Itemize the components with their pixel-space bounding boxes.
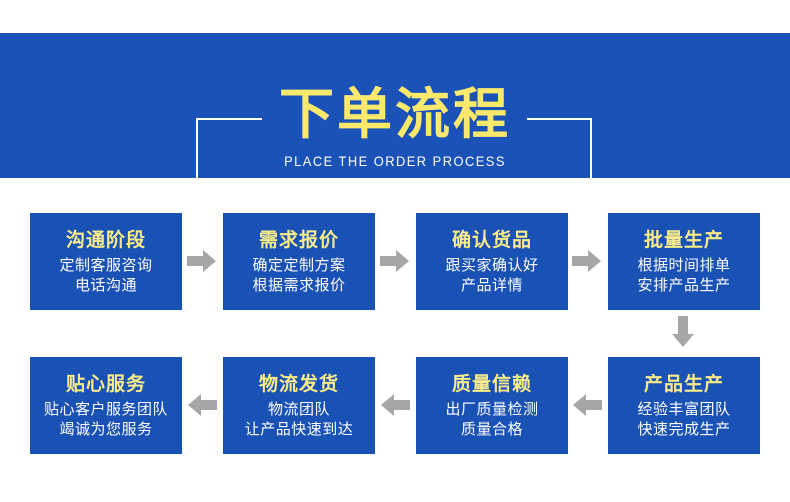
arrow-step6-to-step7 [380,393,410,417]
step-line-1a: 定制客服咨询 [59,256,153,274]
page-subtitle: PLACE THE ORDER PROCESS [284,153,506,169]
step-card-4: 批量生产 根据时间排单 安排产品生产 [608,213,760,310]
step-line-6b: 质量合格 [460,420,523,438]
step-card-1: 沟通阶段 定制客服咨询 电话沟通 [30,213,182,310]
step-card-2: 需求报价 确定定制方案 根据需求报价 [223,213,375,310]
step-card-7: 物流发货 物流团队 让产品快速到达 [223,357,375,454]
step-title-6: 质量信赖 [451,373,532,395]
step-line-4b: 安排产品生产 [637,276,731,294]
step-line-2a: 确定定制方案 [252,256,346,274]
step-title-5: 产品生产 [643,373,724,395]
step-line-3b: 产品详情 [460,276,523,294]
step-line-8b: 竭诚为您服务 [59,420,153,438]
step-card-6: 质量信赖 出厂质量检测 质量合格 [416,357,568,454]
step-card-5: 产品生产 经验丰富团队 快速完成生产 [608,357,760,454]
step-line-6a: 出厂质量检测 [445,400,539,418]
step-title-3: 确认货品 [451,229,532,251]
step-title-4: 批量生产 [643,229,724,251]
step-line-7a: 物流团队 [267,400,330,418]
step-line-8a: 贴心客户服务团队 [43,400,168,418]
step-line-1b: 电话沟通 [74,276,137,294]
step-card-8: 贴心服务 贴心客户服务团队 竭诚为您服务 [30,357,182,454]
arrow-step1-to-step2 [187,249,217,273]
arrow-step4-to-step5 [671,316,695,348]
step-line-2b: 根据需求报价 [252,276,346,294]
step-title-8: 贴心服务 [65,373,146,395]
arrow-step5-to-step6 [572,393,602,417]
step-line-5a: 经验丰富团队 [637,400,731,418]
header-banner: 下单流程 PLACE THE ORDER PROCESS [0,33,790,185]
step-line-4a: 根据时间排单 [637,256,731,274]
arrow-step7-to-step8 [187,393,217,417]
step-title-7: 物流发货 [258,373,339,395]
page-title: 下单流程 [278,83,511,145]
arrow-step2-to-step3 [380,249,410,273]
step-title-1: 沟通阶段 [65,229,146,251]
arrow-step3-to-step4 [572,249,602,273]
step-card-3: 确认货品 跟买家确认好 产品详情 [416,213,568,310]
step-line-7b: 让产品快速到达 [244,420,354,438]
step-line-5b: 快速完成生产 [637,420,731,438]
header-frame-notch [262,113,527,125]
step-title-2: 需求报价 [258,229,339,251]
step-line-3a: 跟买家确认好 [445,256,539,274]
